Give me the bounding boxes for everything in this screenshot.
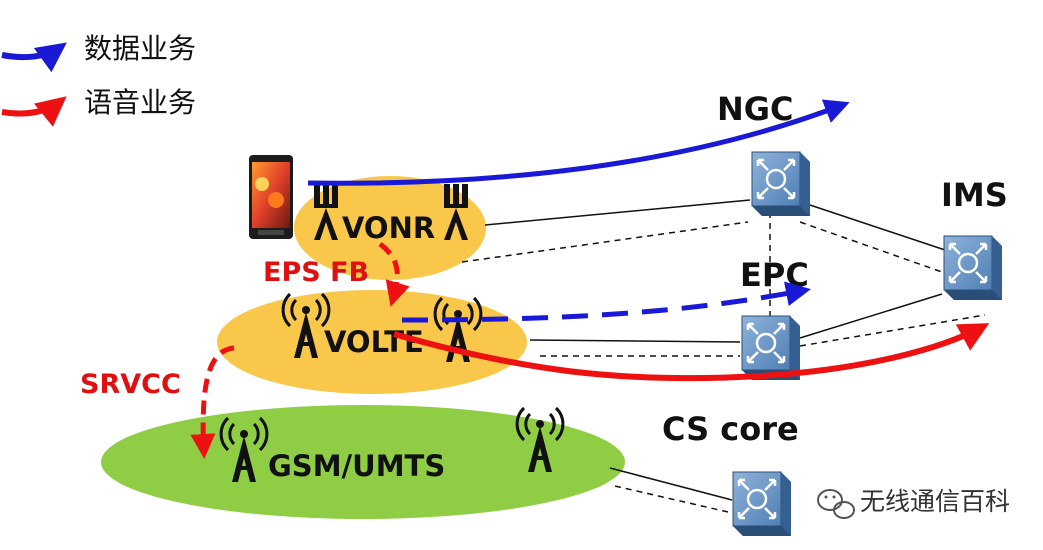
volte-label: VOLTE [324, 325, 424, 359]
epc-router-icon [740, 314, 802, 382]
cs-core-router-icon [731, 470, 793, 538]
legend-voice-arrow [1, 96, 67, 127]
legend-data-arrow [1, 42, 67, 73]
ngc-label: NGC [717, 90, 794, 128]
legend-data-label: 数据业务 [84, 32, 196, 65]
legend-voice-label: 语音业务 [84, 86, 196, 119]
ims-router-icon [942, 234, 1004, 302]
epc-label: EPC [740, 256, 809, 294]
vonr-cell-area [294, 176, 486, 280]
smartphone-icon [249, 155, 293, 239]
srvcc-arrow [190, 345, 235, 459]
gsm-umts-label: GSM/UMTS [268, 449, 445, 483]
ims-label: IMS [941, 176, 1008, 214]
eps-fb-arrow [378, 242, 410, 307]
eps-fb-label: EPS FB [263, 257, 369, 288]
ngc-router-icon [750, 150, 812, 218]
network-links [461, 199, 986, 513]
watermark-text: 无线通信百科 [860, 487, 1010, 516]
data-path-ngc-arrow [307, 99, 850, 186]
voice-path-ims-arrow [393, 323, 990, 382]
legend: 数据业务 语音业务 [1, 32, 196, 127]
wechat-icon [817, 489, 855, 519]
srvcc-label: SRVCC [80, 369, 181, 400]
watermark: 无线通信百科 [817, 487, 1010, 519]
data-path-epc-arrow [401, 281, 811, 323]
cs-core-label: CS core [662, 410, 799, 448]
vonr-label: VONR [342, 211, 435, 245]
gsm-umts-cell-area [101, 405, 625, 519]
